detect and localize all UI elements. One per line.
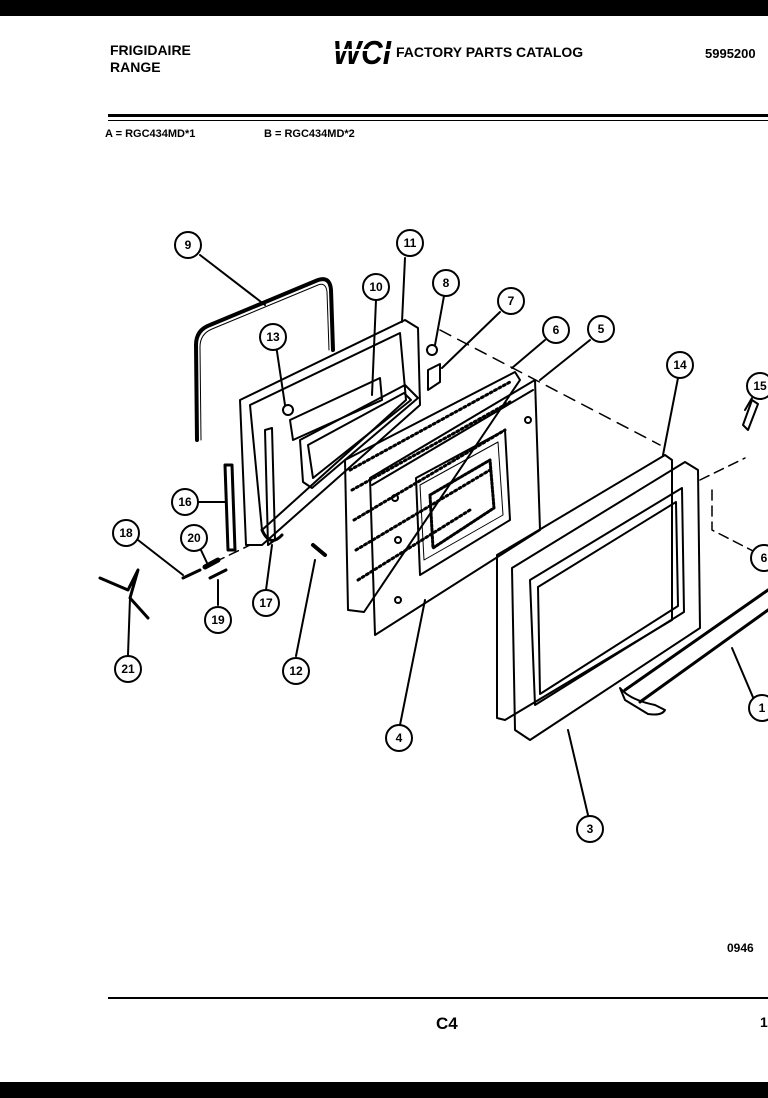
- callout-4: 4: [385, 724, 413, 752]
- svg-text:16: 16: [178, 495, 192, 509]
- svg-text:15: 15: [753, 379, 767, 393]
- callout-18: 18: [112, 519, 140, 547]
- callout-16: 16: [171, 488, 199, 516]
- svg-text:12: 12: [289, 664, 303, 678]
- product-type: RANGE: [110, 59, 161, 75]
- part-nut: [426, 344, 438, 356]
- callout-6: 6: [542, 316, 570, 344]
- part-door-trim: [511, 461, 701, 741]
- callout-9: 9: [174, 231, 202, 259]
- part-handle: [623, 588, 768, 692]
- part-screw-18: [181, 568, 202, 580]
- model-a: A = RGC434MD*1: [105, 128, 196, 140]
- callout-13: 13: [259, 323, 287, 351]
- model-b: B = RGC434MD*2: [264, 128, 355, 140]
- callout-17: 17: [252, 589, 280, 617]
- part-clip: [427, 363, 441, 391]
- svg-text:5: 5: [598, 322, 605, 336]
- svg-text:6: 6: [761, 551, 768, 565]
- svg-text:17: 17: [259, 596, 273, 610]
- callout-14: 14: [666, 351, 694, 379]
- callout-7: 7: [497, 287, 525, 315]
- part-gasket: [194, 277, 335, 442]
- part-inner-panel: [239, 319, 421, 546]
- callout-8: 8: [432, 269, 460, 297]
- part-door-frame: [496, 454, 673, 721]
- callout-5: 5: [587, 315, 615, 343]
- callout-21: 21: [114, 655, 142, 683]
- svg-text:11: 11: [404, 236, 417, 250]
- svg-text:19: 19: [211, 613, 225, 627]
- svg-text:7: 7: [508, 294, 515, 308]
- svg-text:21: 21: [121, 662, 135, 676]
- brand-name: FRIGIDAIRE: [110, 42, 191, 58]
- svg-text:14: 14: [673, 358, 687, 372]
- callout-19: 19: [204, 606, 232, 634]
- callout-10: 10: [362, 273, 390, 301]
- svg-text:4: 4: [396, 731, 403, 745]
- callout-15: 15: [746, 372, 768, 400]
- part-screw-19: [208, 568, 228, 580]
- header-rule: [108, 114, 768, 117]
- svg-text:13: 13: [266, 330, 280, 344]
- svg-text:18: 18: [119, 526, 133, 540]
- part-wire-clip: [98, 568, 150, 620]
- svg-text:10: 10: [369, 280, 383, 294]
- page-code: C4: [436, 1014, 458, 1033]
- callout-1: 1: [748, 694, 768, 722]
- callout-11: 11: [396, 229, 424, 257]
- part-screw-13: [282, 404, 294, 416]
- svg-text:20: 20: [187, 531, 201, 545]
- svg-text:1: 1: [759, 701, 766, 715]
- part-rod: [742, 399, 759, 431]
- callout-20: 20: [180, 524, 208, 552]
- callout-12: 12: [282, 657, 310, 685]
- part-hinge: [264, 427, 276, 546]
- part-hinge-strip: [223, 463, 237, 552]
- part-insulation: [344, 371, 521, 613]
- svg-text:8: 8: [443, 276, 450, 290]
- callout-3: 3: [576, 815, 604, 843]
- part-screw-12: [311, 543, 327, 557]
- footer-rule: [108, 997, 768, 999]
- header-rule-thin: [108, 120, 768, 121]
- brand-block: FRIGIDAIRE RANGE: [110, 42, 191, 76]
- page-number: 1: [760, 1014, 768, 1030]
- drawing-number: 0946: [727, 941, 754, 955]
- svg-text:9: 9: [185, 238, 192, 252]
- document-number: 5995200: [705, 46, 756, 61]
- door-window-opening: [415, 429, 511, 576]
- part-inner-glass: [289, 377, 383, 441]
- svg-text:6: 6: [553, 323, 560, 337]
- svg-text:3: 3: [587, 822, 594, 836]
- catalog-title: FACTORY PARTS CATALOG: [396, 44, 584, 60]
- callout-6b: 6: [750, 544, 768, 572]
